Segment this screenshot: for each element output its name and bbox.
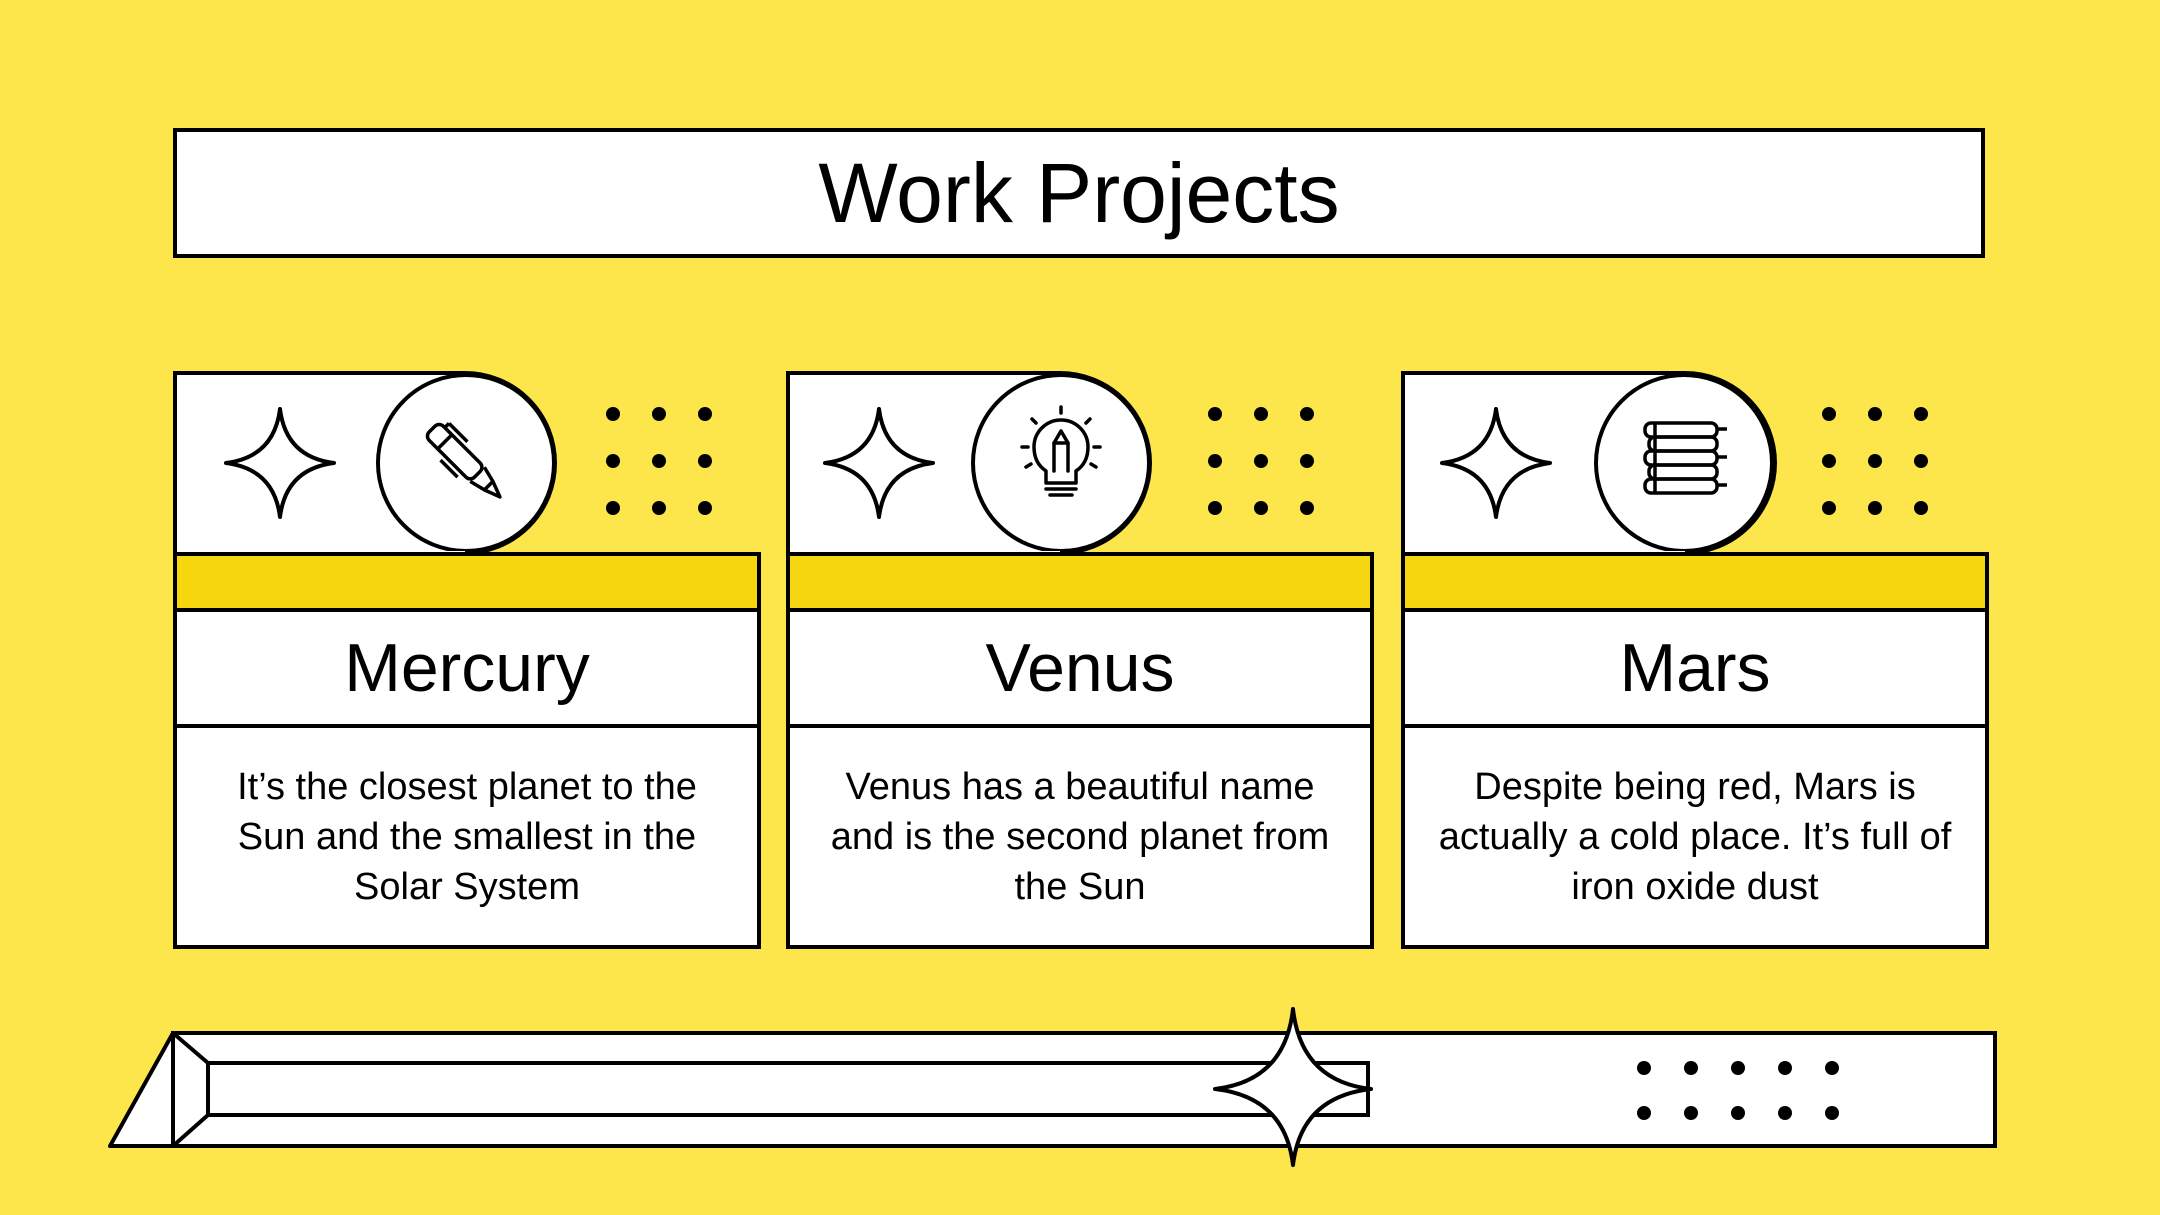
card-venus: Venus Venus has a beautiful name and is … — [786, 371, 1374, 949]
card-title-box: Venus — [786, 608, 1374, 728]
sparkle-icon — [224, 407, 336, 519]
books-icon — [1594, 373, 1773, 551]
title-banner: Work Projects — [173, 128, 1985, 258]
card-description-box: Venus has a beautiful name and is the se… — [786, 724, 1374, 949]
dot-grid — [606, 407, 712, 515]
accent-band — [1401, 552, 1989, 612]
card-description: Despite being red, Mars is actually a co… — [1438, 765, 1952, 908]
card-title: Mercury — [344, 630, 590, 706]
card-title: Mars — [1619, 630, 1771, 706]
card-description: It’s the closest planet to the Sun and t… — [237, 765, 697, 908]
card-title: Venus — [985, 630, 1175, 706]
page-title: Work Projects — [818, 145, 1340, 240]
card-header — [173, 371, 761, 555]
bottom-decoration — [108, 1007, 1997, 1167]
card-description-box: It’s the closest planet to the Sun and t… — [173, 724, 761, 949]
card-header — [1401, 371, 1989, 555]
dot-grid — [1208, 407, 1314, 515]
card-mars: Mars Despite being red, Mars is actually… — [1401, 371, 1989, 949]
sparkle-icon — [1213, 1007, 1373, 1167]
lightbulb-icon — [971, 373, 1150, 551]
card-header — [786, 371, 1374, 555]
dot-grid — [1822, 407, 1928, 515]
sparkle-icon — [823, 407, 935, 519]
sparkle-icon — [1440, 407, 1552, 519]
accent-band — [173, 552, 761, 612]
card-title-box: Mercury — [173, 608, 761, 728]
dot-grid — [1637, 1061, 1839, 1120]
card-description: Venus has a beautiful name and is the se… — [830, 765, 1330, 908]
pen-icon — [376, 373, 555, 551]
accent-band — [786, 552, 1374, 612]
card-mercury: Mercury It’s the closest planet to the S… — [173, 371, 761, 949]
card-description-box: Despite being red, Mars is actually a co… — [1401, 724, 1989, 949]
card-title-box: Mars — [1401, 608, 1989, 728]
